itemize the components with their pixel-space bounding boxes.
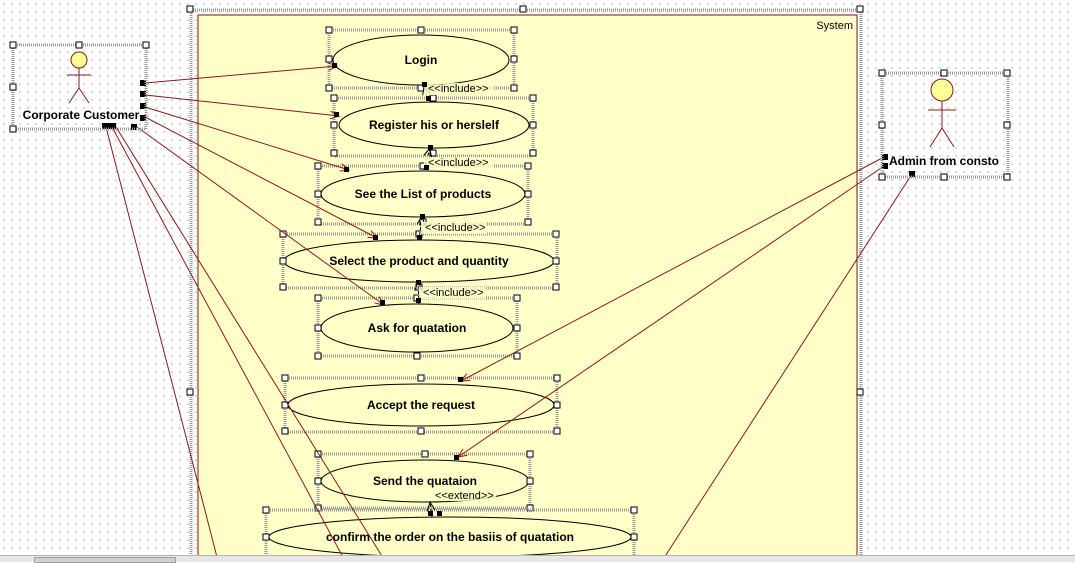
actor-label: Admin from consto <box>889 154 999 168</box>
include-relation-login-register[interactable]: <<include>> <box>422 82 494 101</box>
include-label: <<include>> <box>423 287 484 299</box>
association-ask-quotation <box>136 126 384 305</box>
use-case-accept-request[interactable]: Accept the request <box>281 374 561 435</box>
actor-admin[interactable]: Admin from consto <box>878 69 1011 181</box>
association-register <box>144 94 339 116</box>
use-case-label: Ask for quatation <box>368 321 467 335</box>
include-label: <<include>> <box>428 83 489 95</box>
association-confirm-order-admin <box>661 173 913 561</box>
association-see-list <box>144 106 349 170</box>
use-case-see-list[interactable]: See the List of products <box>314 162 532 226</box>
association-select-product <box>144 116 377 238</box>
include-label: <<include>> <box>425 222 486 234</box>
include-relation-register-see-list[interactable]: <<include>> <box>423 145 494 171</box>
actor-corporate-customer[interactable]: Corporate Customer <box>9 41 150 133</box>
association-confirm-order-b <box>115 126 386 561</box>
include-relation-select-ask[interactable]: <<include>> <box>416 280 485 305</box>
use-case-label: Send the quataion <box>373 474 477 488</box>
associations-corporate-customer[interactable] <box>102 63 386 561</box>
system-label: System <box>816 20 853 32</box>
extend-label: <<extend>> <box>435 490 494 502</box>
association-send-quotation <box>458 165 885 457</box>
use-case-confirm-order[interactable]: confirm the order on the basiis of quata… <box>262 506 638 561</box>
system-boundary[interactable]: System <box>186 5 864 561</box>
use-case-label: Select the product and quantity <box>329 254 509 268</box>
use-case-label: Accept the request <box>367 398 475 412</box>
use-case-register[interactable]: Register his or herslelf <box>330 94 537 158</box>
association-login <box>144 66 337 84</box>
use-case-label: Register his or herslelf <box>369 118 500 132</box>
association-confirm-order-a <box>111 126 346 561</box>
use-case-label: Login <box>405 53 438 67</box>
use-case-ask-quotation[interactable]: Ask for quatation <box>314 294 521 360</box>
associations-admin[interactable] <box>454 154 915 561</box>
scrollbar-thumb[interactable] <box>34 557 176 563</box>
use-case-label: confirm the order on the basiis of quata… <box>326 530 574 544</box>
stick-figure-icon <box>67 51 91 104</box>
association-accept-request <box>461 156 885 381</box>
include-label: <<include>> <box>428 157 489 169</box>
use-case-select-product[interactable]: Select the product and quantity <box>279 230 560 291</box>
use-case-label: See the List of products <box>355 187 492 201</box>
extend-relation-send-confirm[interactable]: <<extend>> <box>428 489 496 518</box>
association-confirm-order-c <box>105 126 219 561</box>
use-case-login[interactable]: Login <box>325 26 518 92</box>
actor-label: Corporate Customer <box>23 108 140 122</box>
include-relation-see-list-select[interactable]: <<include>> <box>417 214 487 241</box>
horizontal-scrollbar[interactable] <box>0 555 1075 562</box>
system-selection-handles[interactable] <box>186 5 864 396</box>
stick-figure-icon <box>928 78 956 148</box>
